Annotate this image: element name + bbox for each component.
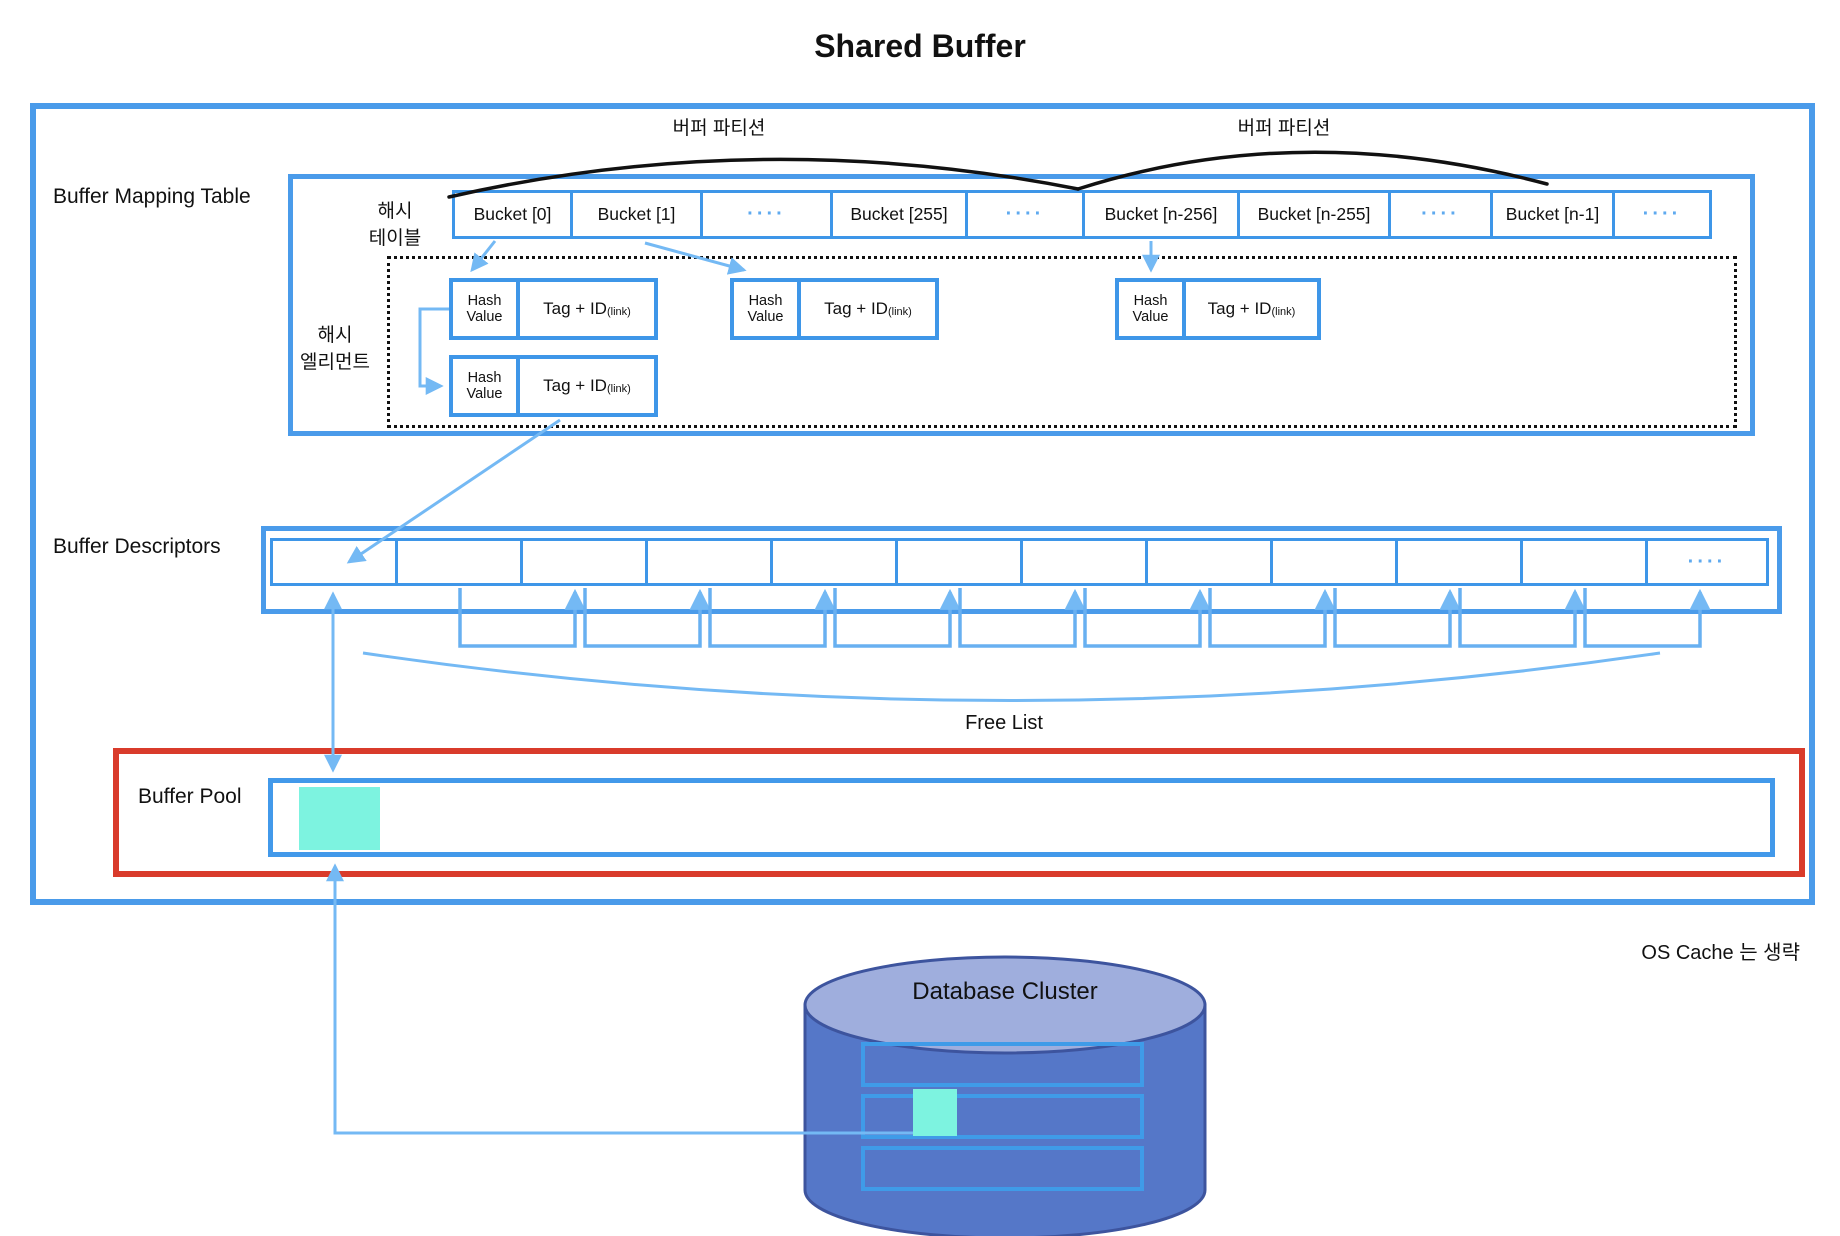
- tag-id-cell: Tag + ID(link): [520, 282, 654, 336]
- hash-value-cell: Hash Value: [453, 282, 520, 336]
- tag-id-cell: Tag + ID(link): [520, 359, 654, 413]
- buffer-pool-box: [268, 778, 1775, 857]
- descriptor-cell: [523, 541, 648, 583]
- descriptor-cell: [398, 541, 523, 583]
- tag-id-sub: (link): [606, 382, 631, 395]
- hash-element-4: Hash Value Tag + ID(link): [449, 355, 658, 417]
- bucket-cell-ellipsis-1: ····: [703, 193, 833, 236]
- descriptor-cell: [648, 541, 773, 583]
- descriptor-cell: [1023, 541, 1148, 583]
- descriptor-cell: [1148, 541, 1273, 583]
- tag-id-sub: (link): [606, 305, 631, 318]
- hash-value-cell: Hash Value: [1119, 282, 1186, 336]
- bucket-cell-1: Bucket [1]: [573, 193, 703, 236]
- hash-table-label: 해시 테이블: [340, 198, 450, 252]
- db-row-3: [861, 1146, 1144, 1191]
- hash-value-cell: Hash Value: [734, 282, 801, 336]
- shared-buffer-box: [30, 103, 1815, 905]
- diagram-title: Shared Buffer: [814, 28, 1026, 64]
- tag-id-text: Tag + ID: [1207, 299, 1272, 318]
- descriptor-cell-ellipsis: ····: [1687, 550, 1727, 573]
- buffer-descriptors-row: ····: [270, 538, 1769, 586]
- hash-value-line2: Value: [466, 386, 503, 402]
- bucket-cell-n-256: Bucket [n-256]: [1085, 193, 1240, 236]
- hash-element-label: 해시 엘리먼트: [280, 322, 390, 376]
- hash-bucket-row: Bucket [0] Bucket [1] ···· Bucket [255] …: [452, 190, 1712, 239]
- tag-id-text: Tag + ID: [543, 299, 607, 318]
- bucket-cell-255: Bucket [255]: [833, 193, 968, 236]
- hash-table-label-line2: 테이블: [368, 228, 422, 249]
- hash-element-2: Hash Value Tag + ID(link): [730, 278, 939, 340]
- bucket-cell-ellipsis-2: ····: [968, 193, 1085, 236]
- buffer-partition-label-2: 버퍼 파티션: [1237, 118, 1331, 139]
- descriptor-cell: [273, 541, 398, 583]
- tag-id-cell: Tag + ID(link): [801, 282, 935, 336]
- descriptor-cell: [1398, 541, 1523, 583]
- hash-value-line1: Hash: [467, 293, 502, 309]
- hash-value-line1: Hash: [467, 370, 502, 386]
- hash-element-3: Hash Value Tag + ID(link): [1115, 278, 1321, 340]
- buffer-page-highlight: [299, 787, 380, 850]
- buffer-pool-red-box: [113, 748, 1805, 877]
- os-cache-note: OS Cache 는 생략: [1641, 942, 1800, 964]
- bucket-cell-n-1: Bucket [n-1]: [1493, 193, 1615, 236]
- hash-value-line1: Hash: [748, 293, 783, 309]
- buffer-mapping-table-label: Buffer Mapping Table: [53, 185, 251, 208]
- bucket-cell-n-255: Bucket [n-255]: [1240, 193, 1391, 236]
- bucket-cell-0: Bucket [0]: [455, 193, 573, 236]
- hash-value-cell: Hash Value: [453, 359, 520, 413]
- hash-elements-box: [387, 256, 1737, 428]
- bucket-cell-ellipsis-4: ····: [1642, 203, 1682, 225]
- database-cluster-label: Database Cluster: [912, 978, 1098, 1005]
- hash-value-line2: Value: [747, 309, 784, 325]
- hash-value-line2: Value: [466, 309, 503, 325]
- tag-id-sub: (link): [1271, 305, 1296, 318]
- tag-id-sub: (link): [887, 305, 912, 318]
- db-row-2: [861, 1094, 1144, 1139]
- hash-element-1: Hash Value Tag + ID(link): [449, 278, 658, 340]
- hash-value-line1: Hash: [1133, 293, 1168, 309]
- descriptor-cell: [773, 541, 898, 583]
- tag-id-cell: Tag + ID(link): [1186, 282, 1317, 336]
- tag-id-text: Tag + ID: [824, 299, 888, 318]
- db-row-1: [861, 1042, 1144, 1087]
- buffer-descriptors-label: Buffer Descriptors: [53, 535, 221, 558]
- db-page-highlight: [913, 1089, 957, 1136]
- hash-element-label-line1: 해시: [317, 325, 353, 346]
- buffer-pool-label: Buffer Pool: [138, 785, 242, 808]
- hash-element-label-line2: 엘리먼트: [300, 352, 370, 373]
- hash-table-label-line1: 해시: [377, 201, 413, 222]
- tag-id-text: Tag + ID: [543, 376, 607, 395]
- free-list-label: Free List: [965, 712, 1043, 734]
- descriptor-cell: [898, 541, 1023, 583]
- bucket-cell-ellipsis-3: ····: [1391, 193, 1493, 236]
- buffer-partition-label-1: 버퍼 파티션: [672, 118, 766, 139]
- hash-value-line2: Value: [1132, 309, 1169, 325]
- descriptor-cell: [1523, 541, 1648, 583]
- descriptor-cell: [1273, 541, 1398, 583]
